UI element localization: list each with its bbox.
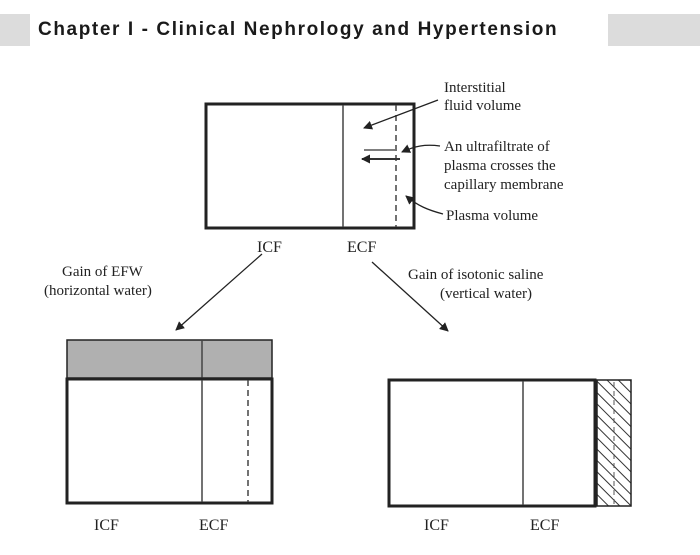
saline-compartment-box: [387, 378, 632, 508]
efw-branch-arrow: [175, 253, 263, 331]
interstitial-label-line1: Interstitial: [444, 80, 506, 96]
saline-caption-line2: (vertical water): [440, 286, 532, 302]
plasma-volume-label: Plasma volume: [446, 208, 538, 224]
saline-caption-line1: Gain of isotonic saline: [408, 267, 544, 283]
saline-added-volume-hatched: [596, 379, 632, 507]
efw-icf-label: ICF: [94, 517, 119, 534]
saline-ecf-label: ECF: [530, 517, 559, 534]
chapter-title: Chapter I - Clinical Nephrology and Hype…: [38, 19, 559, 40]
ultrafiltrate-label-line2: plasma crosses the: [444, 158, 556, 174]
efw-caption-line1: Gain of EFW: [62, 264, 144, 280]
efw-compartment-box: [65, 339, 274, 505]
saline-branch-arrow: [371, 261, 449, 332]
interstitial-leader-arrow: [363, 99, 439, 130]
efw-box-outline: [65, 377, 274, 505]
top-icf-label: ICF: [257, 239, 282, 256]
efw-ecf-label: ECF: [199, 517, 228, 534]
ultrafiltrate-label-line1: An ultrafiltrate of: [444, 139, 550, 155]
ultrafiltrate-leader-arrow: [401, 144, 441, 153]
interstitial-label-line2: fluid volume: [444, 98, 521, 114]
plasma-leader-arrow: [405, 195, 444, 215]
efw-added-water-band: [66, 339, 273, 379]
efw-caption-line2: (horizontal water): [44, 283, 152, 299]
saline-box-outline: [387, 378, 597, 508]
top-compartment-box: [204, 102, 416, 230]
top-ecf-label: ECF: [347, 239, 376, 256]
top-box-outline: [204, 102, 416, 230]
saline-icf-label: ICF: [424, 517, 449, 534]
ultrafiltrate-label-line3: capillary membrane: [444, 177, 564, 193]
header-bar-right: [608, 14, 700, 46]
header-bar-left: [0, 14, 30, 46]
